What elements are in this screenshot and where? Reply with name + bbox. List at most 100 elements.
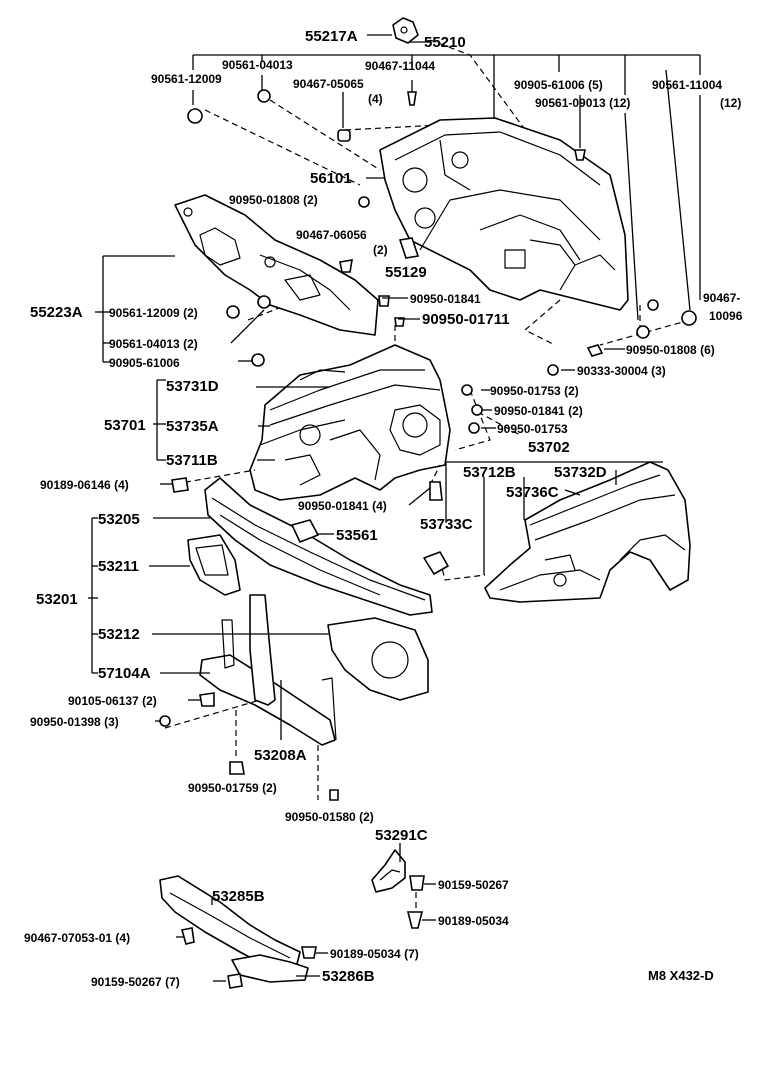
clip-90189-06146 (171, 477, 189, 493)
label-53212: 53212 (98, 626, 140, 643)
label-90561-12009-top: 90561-12009 (151, 72, 222, 86)
label-90561-04013-2: 90561-04013 (2) (109, 337, 198, 351)
label-90467-10096-a: 90467- (703, 291, 740, 305)
label-90189-05034-7: 90189-05034 (7) (330, 947, 419, 961)
label-90950-01759: 90950-01759 (2) (188, 781, 277, 795)
lower-fasteners (159, 692, 339, 801)
radiator-support-53201 (187, 477, 433, 746)
label-90467-06056: 90467-06056 (296, 228, 367, 242)
under-cover-53285B (159, 875, 328, 983)
label-90333-30004: 90333-30004 (3) (577, 364, 666, 378)
clip-90561-12009-2 (226, 305, 240, 319)
label-90467-06056-qty: (2) (373, 243, 388, 257)
clip-90333-30004 (547, 364, 559, 376)
label-53736C: 53736C (506, 484, 559, 501)
apron-lh-53701 (249, 344, 451, 501)
clip-90467-11044 (407, 91, 417, 106)
label-53561: 53561 (336, 527, 378, 544)
label-90561-09013: 90561-09013 (12) (535, 96, 630, 110)
bolt-90159-50267 (409, 875, 425, 891)
grommet-55129 (398, 237, 420, 259)
clip-90467-07053-01 (180, 927, 195, 945)
clip-90950-01580 (329, 789, 339, 801)
label-90189-06146: 90189-06146 (4) (40, 478, 129, 492)
label-90905-61006: 90905-61006 (109, 356, 180, 370)
apron-rh-53702 (484, 461, 691, 603)
label-90950-01841-2: 90950-01841 (2) (494, 404, 583, 418)
clip-90950-01841-4 (429, 481, 443, 501)
clip-90561-12009 (187, 108, 203, 124)
label-90950-01753-2: 90950-01753 (2) (490, 384, 579, 398)
under-cover-fasteners (180, 927, 317, 989)
label-53208A: 53208A (254, 747, 307, 764)
clip-90950-01808-2 (358, 196, 370, 208)
clip-90950-01753 (468, 422, 480, 434)
bracket-53733C (423, 551, 449, 575)
label-55223A: 55223A (30, 304, 83, 321)
label-55129: 55129 (385, 264, 427, 281)
label-90561-11004-qty: (12) (720, 96, 741, 110)
middle-leader-lines (95, 255, 663, 575)
label-90467-10096-b: 10096 (709, 309, 743, 323)
clip-90905-61006 (251, 353, 265, 367)
middle-fasteners (171, 384, 483, 575)
clip-90950-01398 (159, 715, 171, 727)
grommet-90467-05065 (337, 129, 351, 142)
clip-90561-04013 (257, 89, 271, 103)
lower-dashed-lines (164, 699, 319, 800)
clip-90950-01759 (229, 761, 245, 775)
label-90950-01808-2: 90950-01808 (2) (229, 193, 318, 207)
clip-90950-01841-2 (471, 404, 483, 416)
label-53731D: 53731D (166, 378, 219, 395)
label-90467-05065-qty: (4) (368, 92, 383, 106)
label-53285B: 53285B (212, 888, 265, 905)
diagram-code: M8 X432-D (648, 968, 714, 983)
clip-90950-01711 (394, 317, 405, 327)
label-56101: 56101 (310, 170, 352, 187)
label-53205: 53205 (98, 511, 140, 528)
label-53735A: 53735A (166, 418, 219, 435)
clip-90189-05034 (406, 911, 424, 929)
grommet-53561 (291, 519, 319, 543)
label-90950-01841-a: 90950-01841 (410, 292, 481, 306)
clip-90467-10096 (681, 310, 697, 326)
clip-90561-11004 (647, 299, 659, 311)
top-fasteners (187, 17, 697, 376)
label-53712B: 53712B (463, 464, 516, 481)
bracket-55217A (392, 17, 419, 44)
label-53286B: 53286B (322, 968, 375, 985)
clip-90189-05034-7 (301, 946, 317, 959)
label-90561-11004: 90561-11004 (652, 78, 722, 92)
insulator-55223A (174, 194, 379, 336)
label-55210: 55210 (424, 34, 466, 51)
label-53732D: 53732D (554, 464, 607, 481)
label-53291C: 53291C (375, 827, 428, 844)
label-90467-11044: 90467-11044 (365, 59, 435, 73)
label-90159-50267: 90159-50267 (438, 878, 509, 892)
label-90159-50267-7: 90159-50267 (7) (91, 975, 180, 989)
label-90561-12009-2: 90561-12009 (2) (109, 306, 198, 320)
clip-90950-01808-6 (586, 344, 604, 357)
label-57104A: 57104A (98, 665, 151, 682)
label-55217A: 55217A (305, 28, 358, 45)
label-90105-06137: 90105-06137 (2) (68, 694, 157, 708)
label-90950-01753: 90950-01753 (497, 422, 568, 436)
label-53702: 53702 (528, 439, 570, 456)
support-53212 (327, 617, 429, 701)
label-90905-61006-5: 90905-61006 (5) (514, 78, 603, 92)
clip-90905-61006 (574, 149, 586, 161)
label-90950-01398: 90950-01398 (3) (30, 715, 119, 729)
part-labels: 55217A 55210 90561-04013 90561-12009 904… (24, 28, 743, 989)
label-90467-07053-01: 90467-07053-01 (4) (24, 931, 130, 945)
label-90950-01711: 90950-01711 (422, 311, 510, 328)
label-53711B: 53711B (166, 452, 218, 469)
dash-panel-56101 (379, 117, 629, 311)
clip-90467-06056 (339, 259, 353, 273)
bottom-fasteners (406, 875, 436, 929)
label-90950-01580: 90950-01580 (2) (285, 810, 374, 824)
support-53211 (187, 534, 241, 596)
label-53211: 53211 (98, 558, 139, 575)
label-90950-01808-6: 90950-01808 (6) (626, 343, 715, 357)
label-53201: 53201 (36, 591, 78, 608)
bolt-90105-06137 (199, 692, 215, 707)
